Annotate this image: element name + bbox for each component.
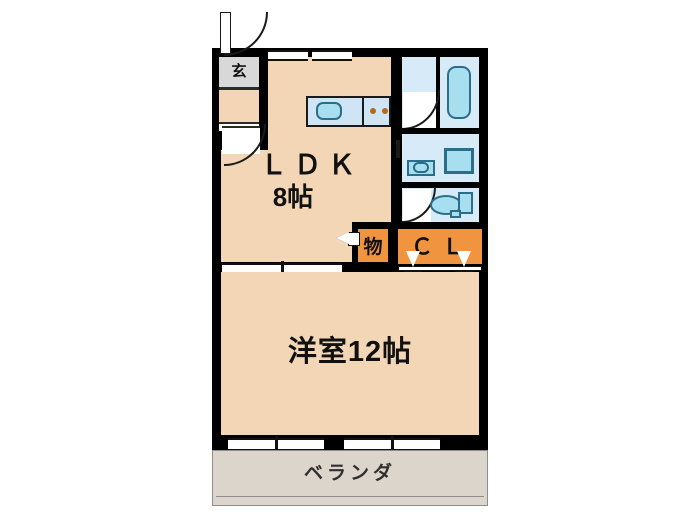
storage-label: 物: [363, 237, 383, 258]
balcony-slider-center-2: [391, 436, 394, 449]
balcony-slider-center-1: [275, 436, 278, 449]
closet-label: ＣＬ: [410, 234, 473, 259]
washer-pan: [444, 148, 474, 174]
wall-ldk-wet: [391, 48, 399, 228]
genkan-label: 玄: [231, 63, 247, 80]
bathtub: [447, 66, 471, 119]
toilet-connector: [450, 210, 461, 218]
ldk-window-right: [312, 50, 352, 61]
ldk-size-label: 8帖: [272, 182, 314, 212]
entry-threshold: [219, 122, 259, 124]
partition-slider-center-mark: [281, 261, 284, 273]
kitchen-counter: [306, 96, 391, 127]
bedroom-label: 洋室12帖: [287, 336, 413, 368]
ldk-window-left: [268, 50, 308, 61]
stove-burner-2: [382, 108, 388, 114]
genkan-inner-door-leaf: [222, 126, 260, 128]
wall-bedroom-right-stub: [342, 262, 356, 272]
washbasin-bowl: [413, 162, 429, 173]
wall-wash-toilet: [394, 182, 488, 188]
storage-door-arrow-icon: [336, 232, 349, 244]
genkan-step-line: [219, 87, 259, 90]
wall-bath-wash: [394, 128, 488, 134]
storage-cell: [358, 229, 388, 264]
veranda-rail-line: [216, 496, 484, 497]
veranda-label: ベランダ: [303, 463, 396, 484]
washroom-door-jamb: [396, 140, 400, 158]
kitchen-sink: [316, 102, 342, 120]
toilet-tank: [458, 192, 473, 214]
kitchen-counter-divider: [362, 96, 364, 127]
bedroom-floor: [221, 272, 479, 435]
stove-burner-1: [370, 108, 376, 114]
genkan-hall-floor: [219, 90, 259, 124]
ldk-label: ＬＤＫ: [260, 150, 362, 180]
storage-door-marker: [348, 232, 360, 246]
closet-door-track: [398, 266, 482, 271]
genkan-tile: [219, 57, 259, 87]
